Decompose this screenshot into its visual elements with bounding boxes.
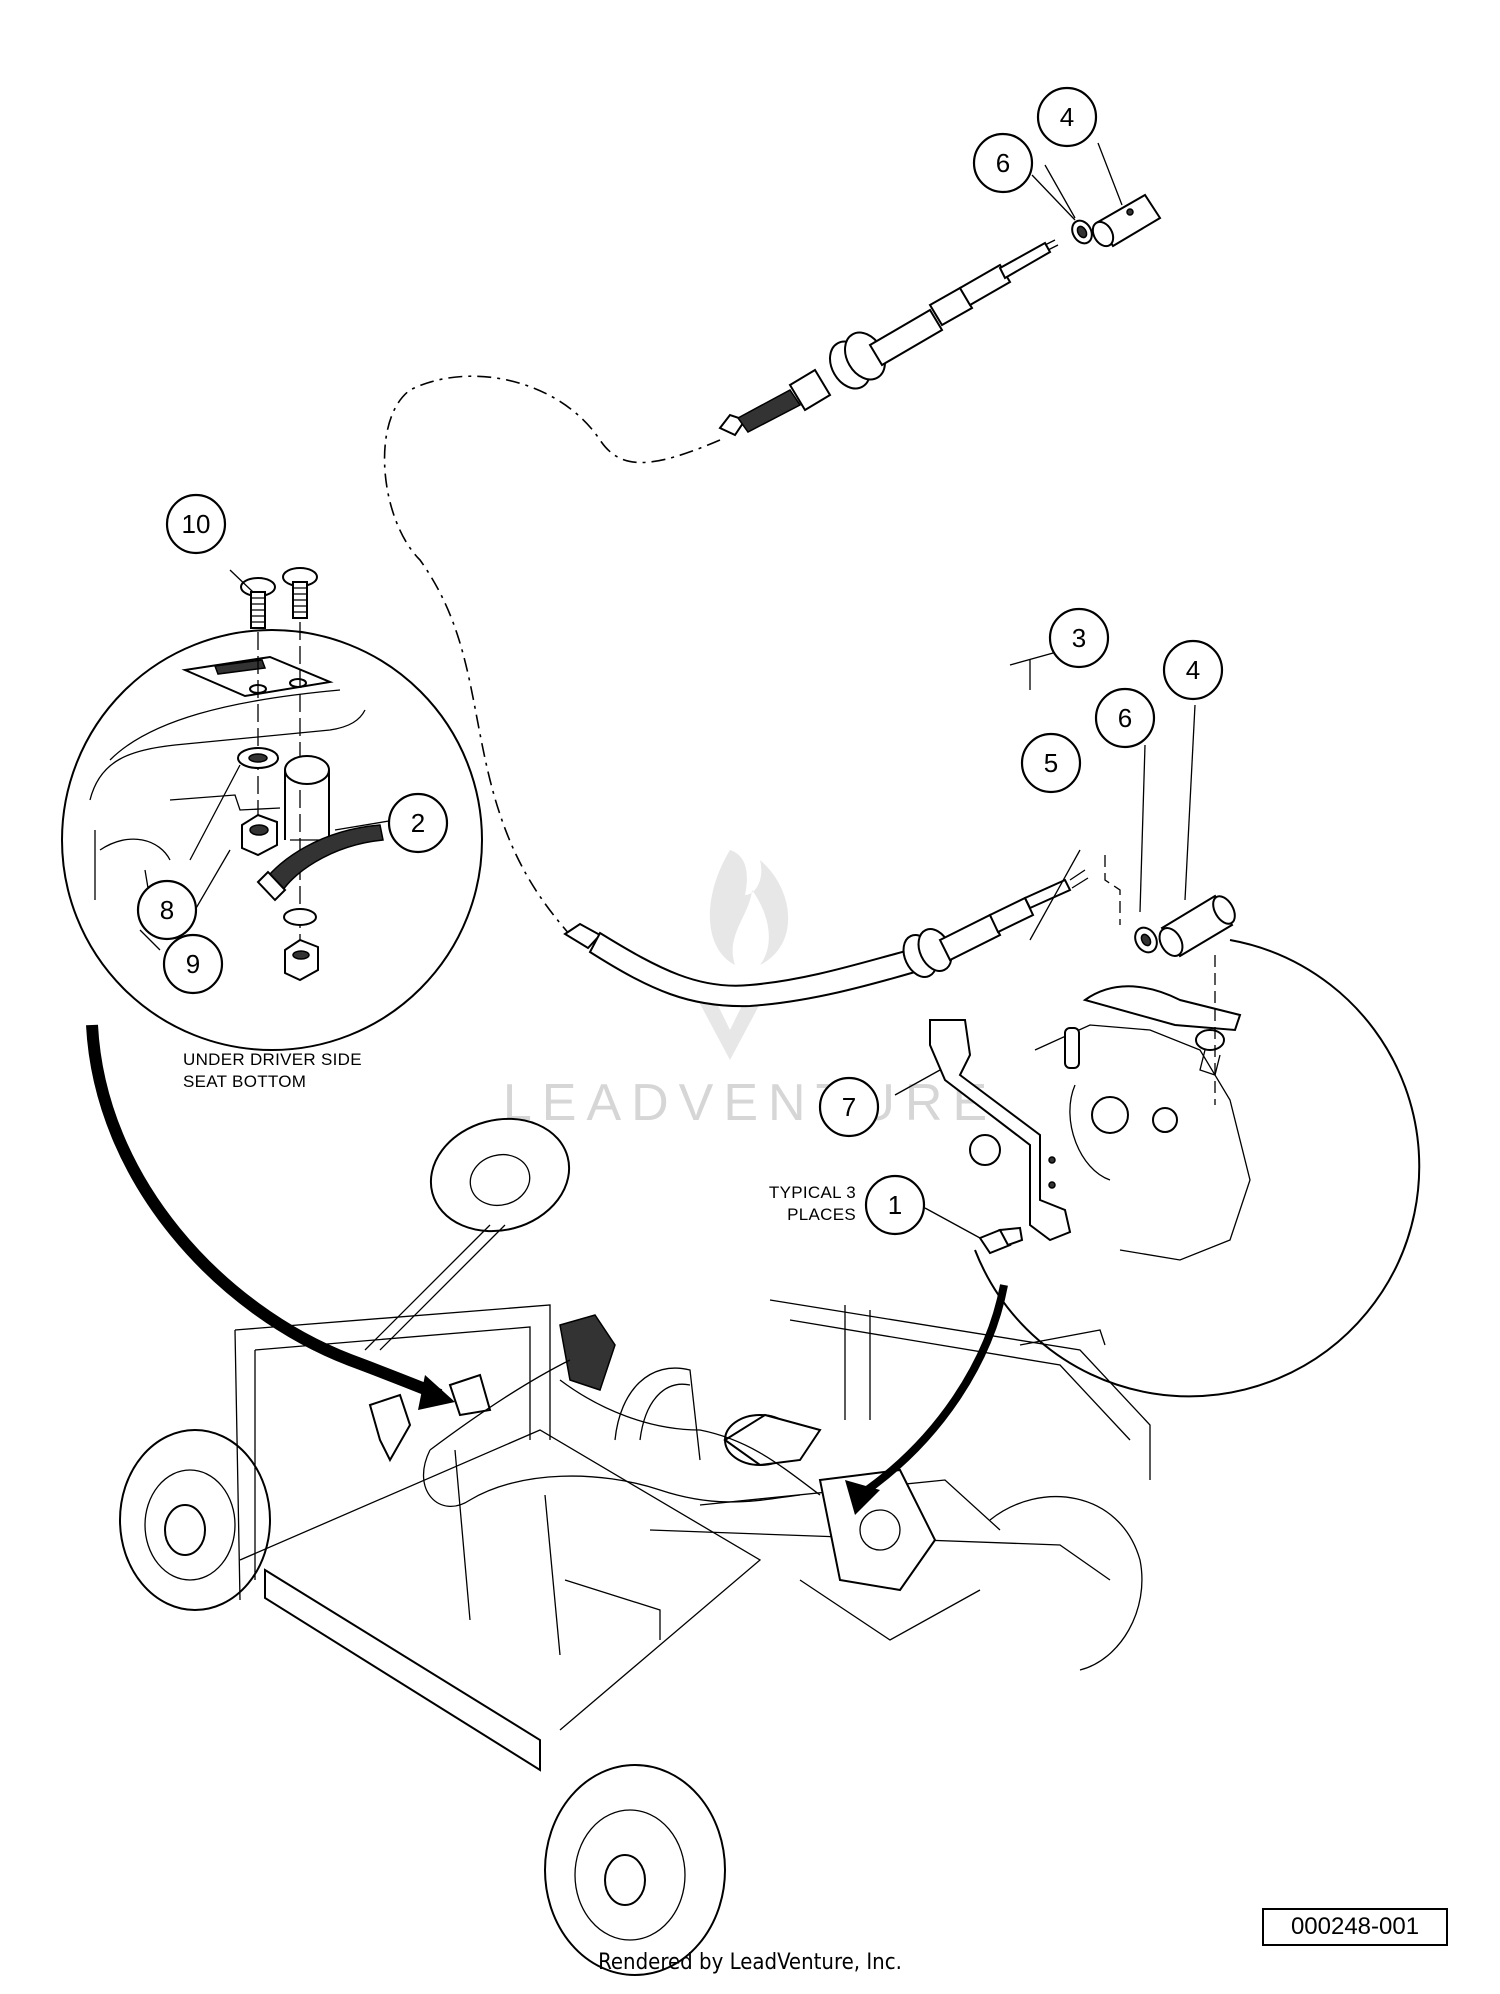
cable-connector-top [1091,193,1162,248]
callout-7: 7 [818,1076,880,1138]
arrow-to-seat [86,1024,443,1401]
callout-6-right: 6 [1094,687,1156,749]
svg-text:7: 7 [842,1092,856,1122]
callout-10: 10 [165,493,227,555]
svg-text:1: 1 [888,1190,902,1220]
note-under-seat-line2: SEAT BOTTOM [183,1072,306,1091]
svg-text:8: 8 [160,895,174,925]
callout-9: 9 [162,933,224,995]
svg-text:6: 6 [996,148,1010,178]
cable-segment-detail [256,824,384,902]
svg-text:10: 10 [182,509,211,539]
svg-text:4: 4 [1060,102,1074,132]
bolt-left [240,577,276,629]
detail-circle-transaxle [974,939,1421,1398]
bolt-right [282,567,318,619]
cable-bottom-assembly [563,869,1089,1008]
callout-4-top: 4 [1036,86,1098,148]
svg-text:5: 5 [1044,748,1058,778]
transaxle-detail [969,985,1251,1261]
nut-top [1071,219,1093,245]
callout-4-right: 4 [1162,639,1224,701]
footer-credit: Rendered by LeadVenture, Inc. [598,1950,902,1975]
note-under-seat-line1: UNDER DRIVER SIDE [183,1050,362,1069]
locknut-left [241,813,278,857]
seat-frame-detail [89,689,366,951]
svg-text:3: 3 [1072,623,1086,653]
svg-text:9: 9 [186,949,200,979]
nut-right [1134,926,1158,954]
bracket [929,1019,1072,1242]
note-typical-line1: TYPICAL 3 [769,1183,856,1202]
svg-text:4: 4 [1186,655,1200,685]
svg-text:2: 2 [411,808,425,838]
svg-text:6: 6 [1118,703,1132,733]
callout-5: 5 [1020,732,1082,794]
cable-top-end [718,239,1059,437]
cable-route-dashed [383,375,721,936]
golf-cart-chassis [119,1117,1151,1976]
note-typical-line2: PLACES [787,1205,856,1224]
cable-connector-right [1158,894,1236,958]
arrow-to-transaxle [857,1284,1008,1499]
leadventure-watermark-logo [690,850,789,1060]
bracket-bolt [978,1226,1024,1255]
callout-3: 3 [1048,607,1110,669]
callout-8: 8 [136,879,198,941]
callout-6-top: 6 [972,132,1034,194]
callout-2: 2 [387,792,449,854]
callout-1: 1 [864,1174,926,1236]
watermark-text: LEADVENTURE [503,1074,997,1132]
locknut-right [284,938,319,982]
part-number-box: 000248-001 [1262,1908,1448,1946]
cable-clamp [284,755,330,841]
washer-right [283,908,317,926]
detail-circle-under-seat [61,629,483,1051]
